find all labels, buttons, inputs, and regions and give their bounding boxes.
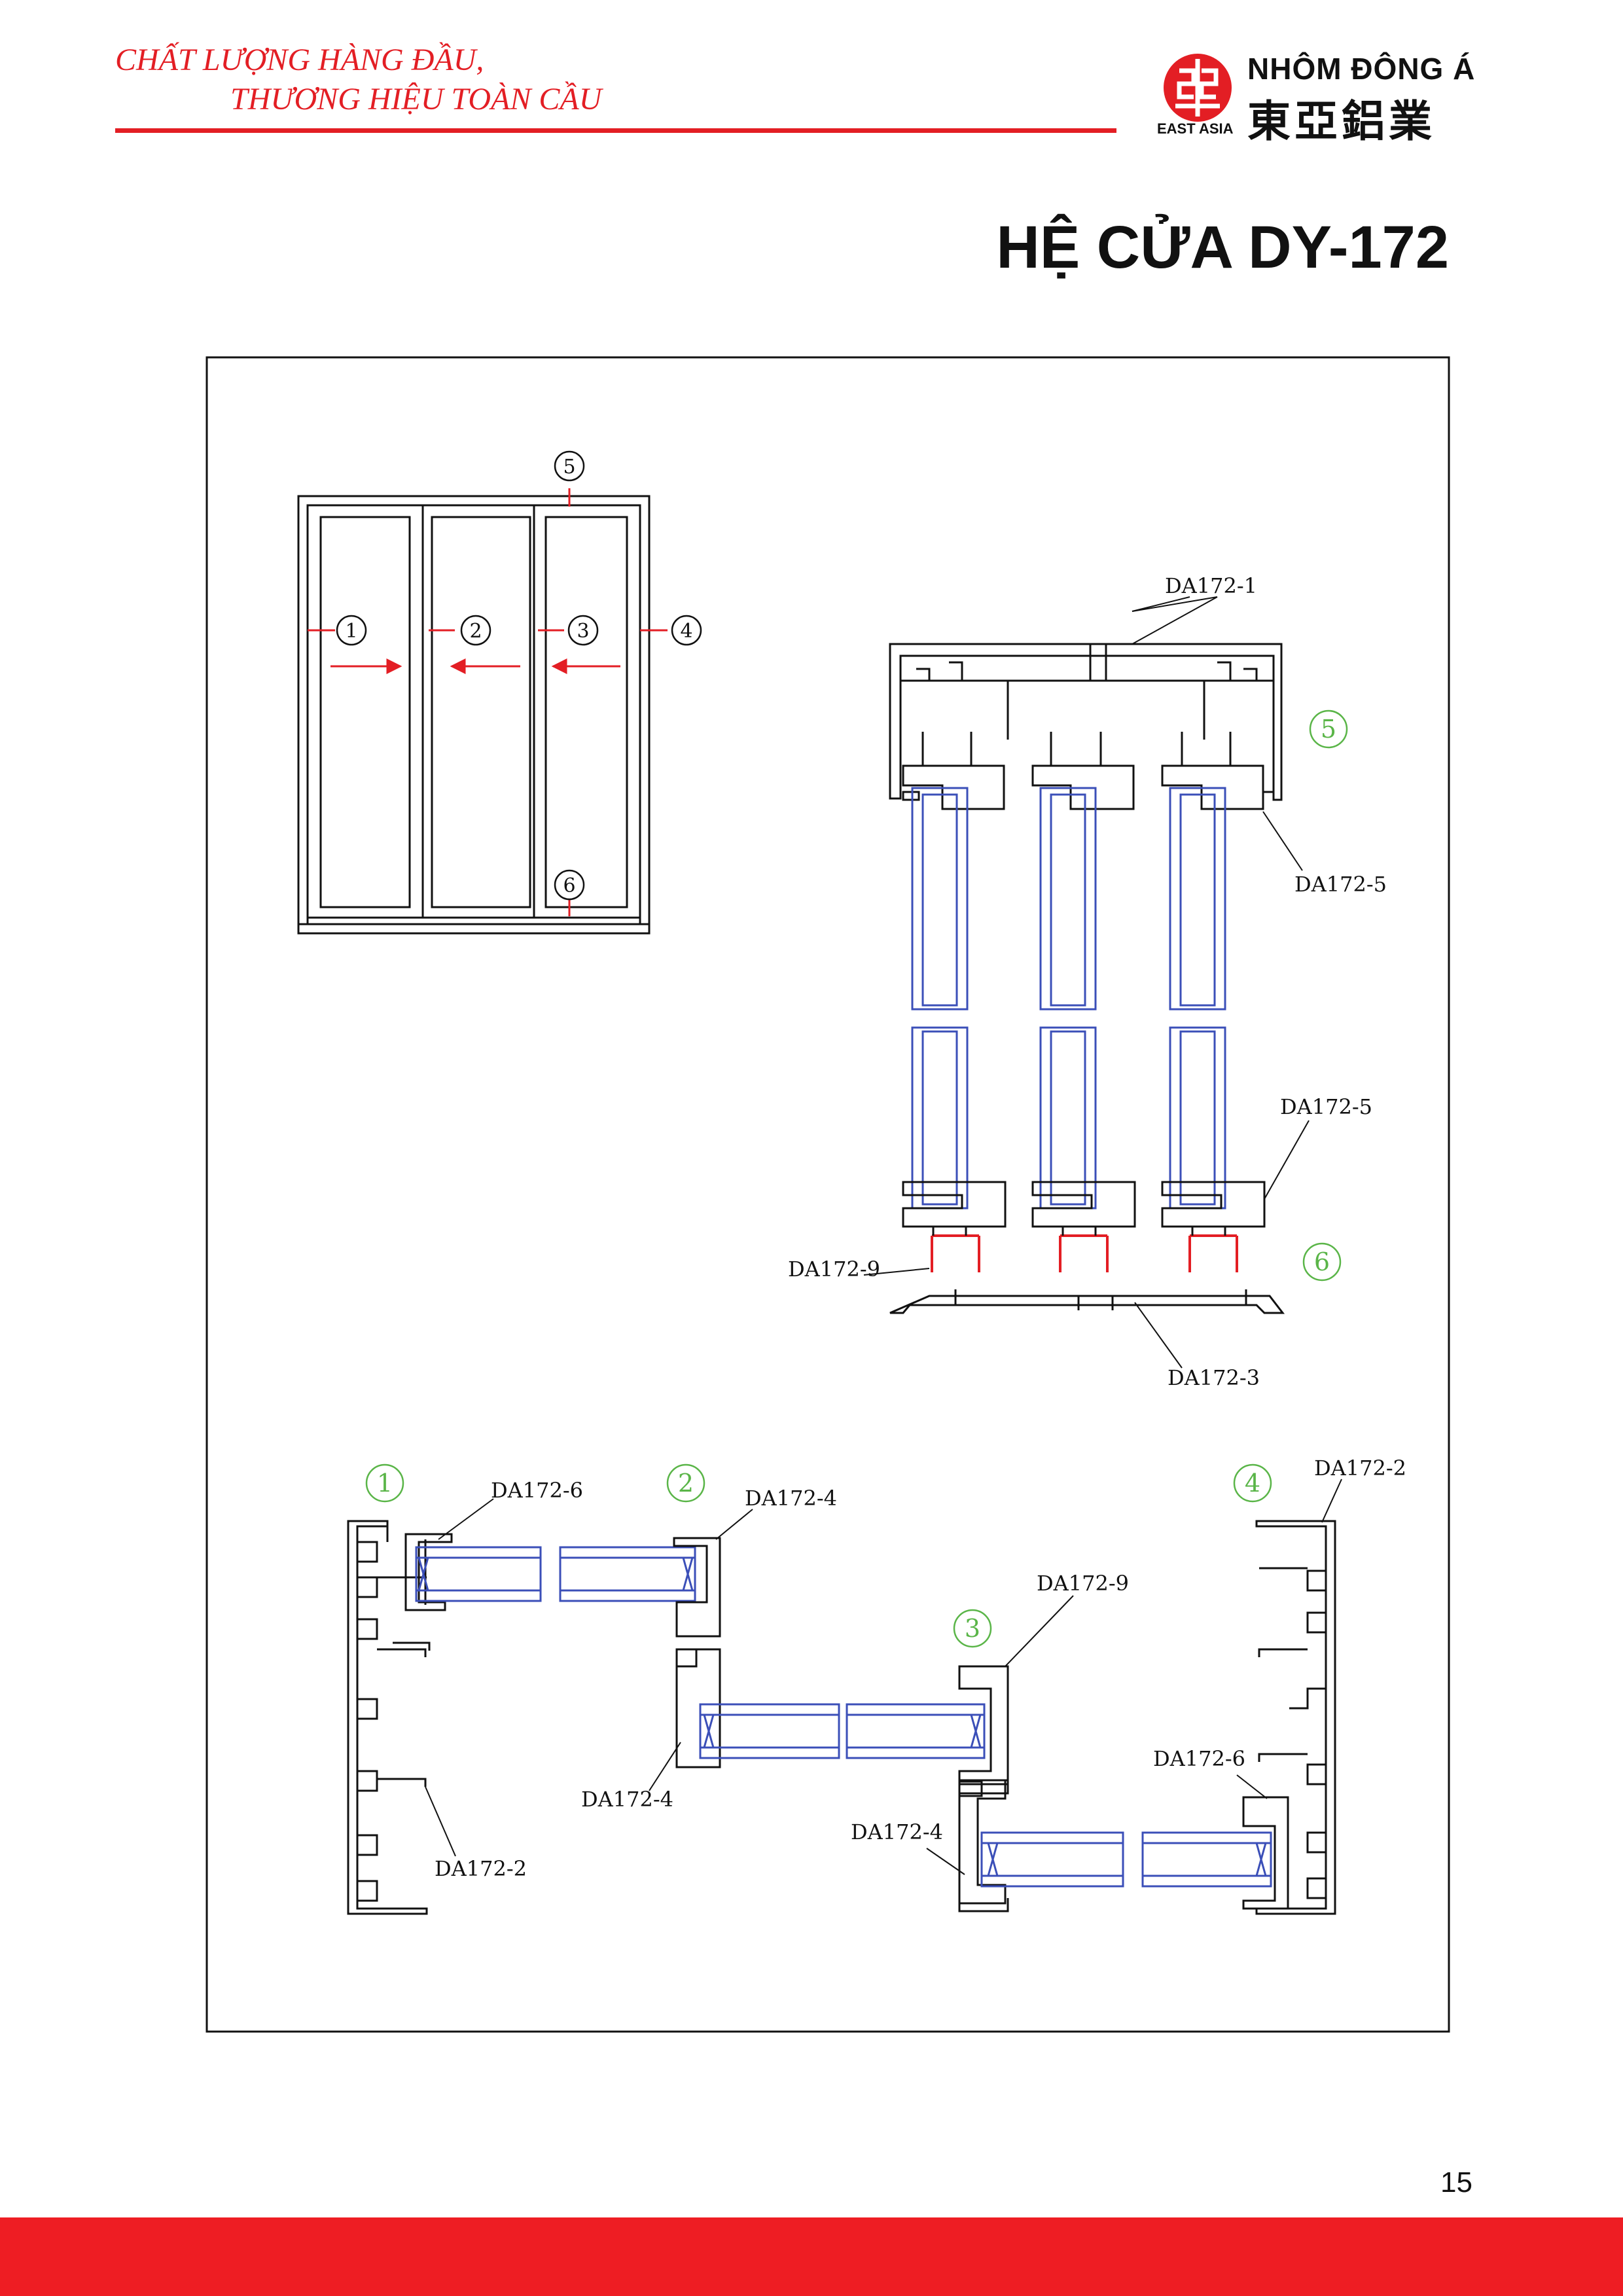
brand-name-cjk: 東亞鋁業 xyxy=(1247,96,1436,147)
vertical-section-top-sashes xyxy=(902,732,1264,810)
section-markers-green xyxy=(1302,709,1348,1282)
part-label-da172-5-bottom: DA172-5 xyxy=(1280,1094,1372,1119)
horizontal-section-jamb-left xyxy=(347,1520,431,1915)
slogan-line-1: CHẤT LƯỢNG HÀNG ĐẦU, xyxy=(115,43,484,77)
horizontal-section-sash-2 xyxy=(673,1537,721,1768)
east-asia-logo-icon xyxy=(1164,54,1232,122)
elevation-red-marks xyxy=(308,488,668,916)
horizontal-glass-3 xyxy=(980,1831,1272,1888)
horizontal-section-sash-3b xyxy=(958,1779,1007,1905)
part-label-da172-9-bottom: DA172-9 xyxy=(1037,1571,1129,1596)
horizontal-section-jamb-right xyxy=(1255,1520,1336,1915)
red-track-inserts xyxy=(931,1234,1238,1272)
part-label-da172-6-right: DA172-6 xyxy=(1153,1746,1245,1771)
part-label-da172-4-top: DA172-4 xyxy=(745,1486,837,1511)
bottom-marker-1: 1 xyxy=(377,1469,393,1498)
page-number: 15 xyxy=(1440,2166,1472,2198)
horizontal-section-sash-3 xyxy=(958,1665,1009,1912)
section-marker-6: 6 xyxy=(1314,1247,1330,1276)
part-label-da172-4-bottom: DA172-4 xyxy=(851,1820,943,1844)
marker-1-label: 1 xyxy=(345,620,357,643)
marker-6-label: 6 xyxy=(563,874,575,897)
glass-panels xyxy=(911,787,1226,1210)
slogan: CHẤT LƯỢNG HÀNG ĐẦU, THƯƠNG HIỆU TOÀN CẦ… xyxy=(115,41,601,119)
footer-bar xyxy=(0,2217,1623,2296)
part-label-da172-6-left: DA172-6 xyxy=(491,1478,583,1503)
marker-3-label: 3 xyxy=(577,620,589,643)
bottom-markers-green xyxy=(365,1463,1272,1648)
marker-4-label: 4 xyxy=(680,620,692,643)
part-label-da172-9-section: DA172-9 xyxy=(788,1257,880,1282)
marker-2-label: 2 xyxy=(469,620,482,643)
horizontal-section-sash-1 xyxy=(404,1533,453,1611)
vertical-section-sill xyxy=(889,1227,1285,1314)
page-title: HỆ CỬA DY-172 xyxy=(996,214,1449,281)
part-label-da172-4-middle: DA172-4 xyxy=(581,1787,673,1812)
leader-lines xyxy=(863,596,1310,1369)
elevation-markers xyxy=(336,450,702,901)
vertical-section-bottom-sashes xyxy=(902,1181,1266,1228)
part-label-da172-2-left: DA172-2 xyxy=(435,1856,527,1881)
brand-subtitle: EAST ASIA xyxy=(1157,120,1234,137)
horizontal-glass-1 xyxy=(415,1546,696,1602)
brand-name: NHÔM ĐÔNG Á xyxy=(1247,52,1476,86)
drawing-border xyxy=(205,356,1450,2033)
part-label-da172-2-right: DA172-2 xyxy=(1314,1456,1406,1480)
bottom-marker-4: 4 xyxy=(1245,1469,1260,1498)
slogan-line-2: THƯƠNG HIỆU TOÀN CẦU xyxy=(230,82,602,117)
part-label-da172-3: DA172-3 xyxy=(1168,1365,1260,1390)
bottom-marker-2: 2 xyxy=(678,1469,694,1498)
vertical-section-head xyxy=(889,643,1283,801)
part-label-da172-1: DA172-1 xyxy=(1165,573,1257,598)
bottom-leader-lines xyxy=(425,1479,1342,1875)
horizontal-section-sash-4 xyxy=(1242,1796,1289,1910)
part-label-da172-5-top: DA172-5 xyxy=(1294,872,1387,897)
marker-5-label: 5 xyxy=(563,456,575,478)
section-marker-5: 5 xyxy=(1321,715,1336,744)
header-rule xyxy=(115,128,1116,133)
door-elevation xyxy=(297,495,651,935)
horizontal-glass-2 xyxy=(699,1703,986,1759)
bottom-marker-3: 3 xyxy=(965,1614,980,1643)
